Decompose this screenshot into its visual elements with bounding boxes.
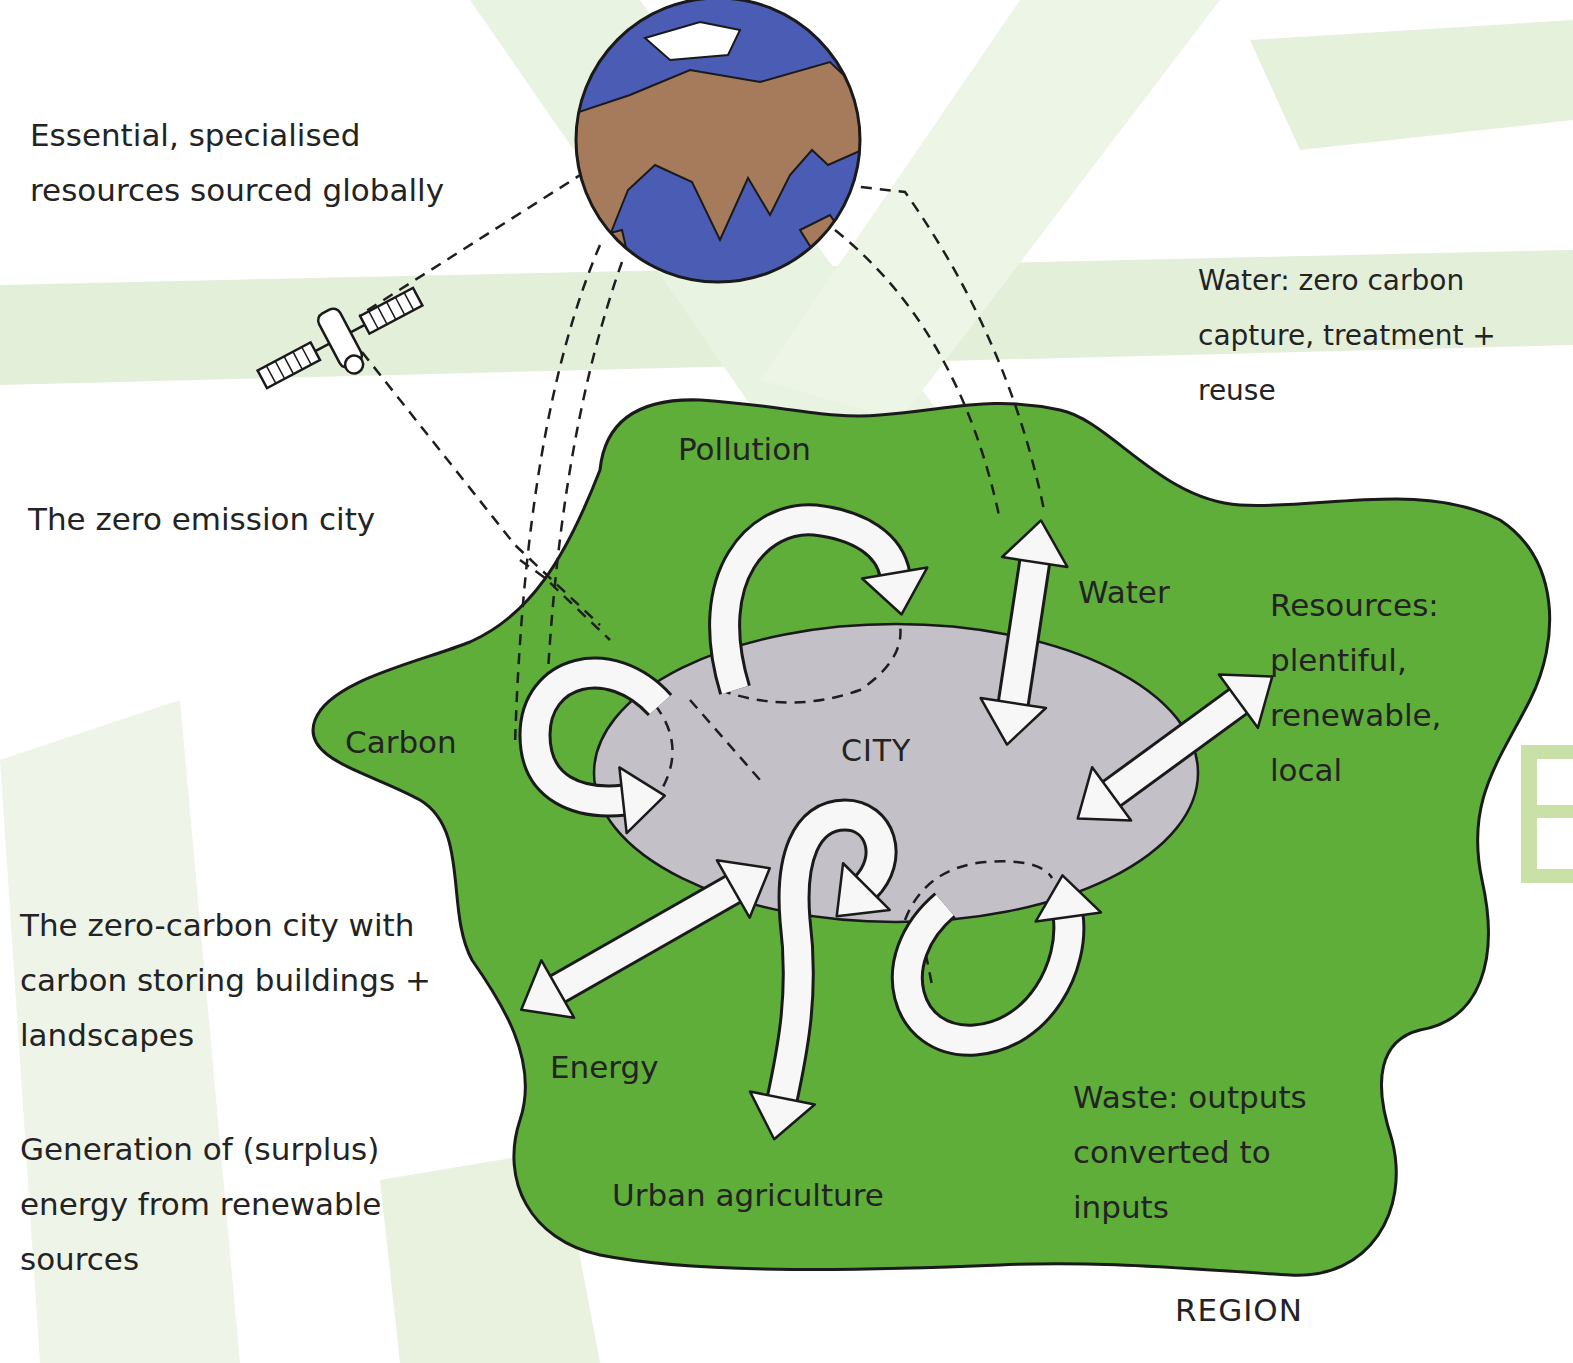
panel-cell	[302, 347, 311, 365]
water-note: Water: zero carbon capture, treatment + …	[1198, 253, 1570, 418]
panel-cell	[266, 366, 275, 384]
flow-label: Water	[1078, 565, 1170, 620]
arrow-outline	[782, 815, 881, 1100]
letter-stroke	[1521, 745, 1573, 759]
arrow-head	[1219, 675, 1272, 728]
flow-arrow	[725, 520, 928, 690]
watermark-letter-fragment	[1521, 745, 1573, 883]
panel-cell	[387, 302, 396, 320]
panel-cell	[378, 307, 387, 325]
flow-label: Pollution	[678, 422, 811, 477]
satellite	[248, 270, 436, 414]
flow-label: Urban agriculture	[612, 1168, 884, 1223]
dashed-link	[690, 700, 760, 780]
panel-cell	[395, 297, 404, 315]
dashed-link	[655, 705, 673, 800]
flow-arrows	[521, 520, 1272, 1140]
flow-arrow	[535, 673, 665, 833]
global-note: Essential, specialised resources sourced…	[30, 108, 460, 218]
globe-outline	[576, 0, 860, 282]
arrow-head	[837, 863, 890, 916]
dashed-link	[362, 352, 600, 625]
arrow-head	[1002, 520, 1067, 566]
land-island	[590, 230, 630, 270]
dashed-link	[835, 230, 1000, 520]
city-ellipse	[594, 624, 1198, 922]
flow-label: Carbon	[345, 715, 457, 770]
flow-arrow	[521, 860, 770, 1017]
panel-cell	[369, 311, 378, 329]
side-note: Generation of (surplus) energy from rene…	[20, 1122, 460, 1287]
flow-arrow	[981, 520, 1068, 744]
arrow-outline	[725, 520, 895, 690]
arrow-outline	[907, 905, 1069, 1040]
panel-cell	[404, 293, 413, 311]
side-note: The zero emission city	[28, 492, 388, 547]
region-name: REGION	[1175, 1283, 1303, 1338]
letter-stroke	[1521, 869, 1573, 883]
region-blob	[313, 400, 1550, 1275]
city-name: CITY	[841, 723, 911, 778]
letter-stroke	[1521, 805, 1573, 818]
waste-note: Waste: outputs converted to inputs	[1073, 1070, 1373, 1235]
arrow-body	[725, 520, 895, 690]
arrow-body	[907, 905, 1069, 1040]
flow-arrow	[907, 875, 1101, 1040]
arrow-head	[750, 1092, 815, 1140]
side-note: The zero-carbon city with carbon storing…	[20, 898, 445, 1063]
arrow-head	[521, 960, 574, 1017]
globe	[570, 0, 870, 282]
arrow-head	[1036, 875, 1101, 921]
arrow-outline	[1110, 700, 1240, 795]
dashed-link	[842, 185, 1045, 515]
arrow-head	[862, 568, 927, 615]
arrow-body	[1110, 700, 1240, 795]
arrow-body	[556, 888, 735, 990]
arrow-outline	[556, 888, 735, 990]
city-area: CITY	[590, 620, 1202, 926]
solar-panel	[360, 288, 422, 334]
panel-cell	[284, 356, 293, 374]
arrow-body	[782, 815, 881, 1100]
land-island	[800, 215, 850, 262]
dashed-link	[720, 625, 901, 703]
arrow-head	[1078, 767, 1131, 820]
land-mass	[570, 62, 870, 240]
resources-note: Resources: plentiful, renewable, local	[1270, 578, 1492, 798]
dashed-link	[520, 560, 610, 640]
dashed-links	[360, 172, 1052, 985]
arrow-head	[619, 767, 664, 833]
panel-cell	[275, 361, 284, 379]
arrow-body	[1013, 560, 1035, 705]
arrow-head	[717, 860, 770, 917]
flow-label: Energy	[550, 1040, 659, 1095]
arrow-outline	[1013, 560, 1035, 705]
panel-cell	[293, 352, 302, 370]
solar-panel	[258, 342, 320, 388]
satellite-arm	[351, 325, 365, 333]
city-outline	[590, 620, 1202, 926]
satellite-arm	[315, 344, 329, 352]
flow-arrow	[1078, 675, 1273, 821]
ice-cap	[645, 22, 740, 60]
satellite-dish	[342, 352, 366, 376]
flow-arrow	[750, 815, 890, 1139]
arrow-head	[981, 698, 1046, 744]
watermark-stroke	[1250, 20, 1573, 150]
